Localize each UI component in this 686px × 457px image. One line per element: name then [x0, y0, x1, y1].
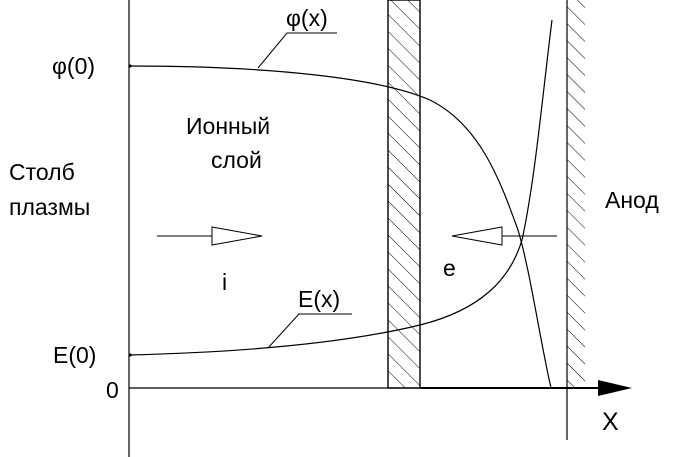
anode-label: Анод — [605, 187, 659, 213]
electron-symbol: e — [443, 255, 456, 281]
ion-layer-label-line1: Ионный — [186, 113, 270, 139]
plasma-column-label-line1: Столб — [9, 159, 75, 185]
anode-hatch — [567, 0, 585, 388]
field-zero-label: E(0) — [53, 342, 96, 368]
field-zero-dot — [128, 353, 132, 357]
ion-arrow-head — [211, 226, 263, 246]
phi-curve — [128, 65, 552, 389]
x-axis-label: X — [602, 408, 619, 436]
ion-symbol: i — [222, 269, 227, 295]
origin-zero-label: 0 — [106, 377, 119, 403]
plasma-column-label-line2: плазмы — [9, 194, 90, 220]
field-label-leader — [267, 313, 352, 349]
ion-layer-label-line2: слой — [211, 147, 262, 173]
field-curve-label: E(x) — [298, 286, 340, 312]
phi-zero-label: φ(0) — [52, 53, 95, 79]
electron-arrow-head — [451, 226, 503, 246]
x-axis-arrowhead — [598, 380, 632, 396]
hatched-wall — [387, 0, 421, 389]
phi-curve-label: φ(x) — [286, 5, 328, 31]
phi-zero-dot — [128, 64, 132, 68]
phi-label-leader — [257, 32, 337, 69]
field-curve — [128, 19, 553, 356]
